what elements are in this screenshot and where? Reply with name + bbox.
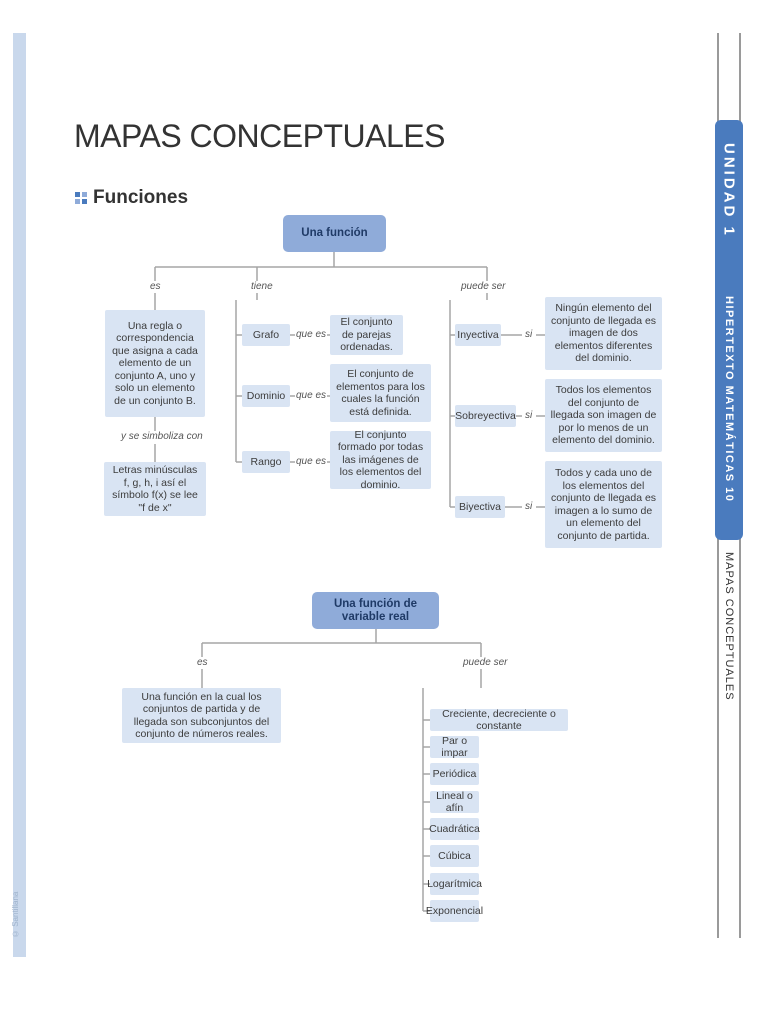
link-inyectiva-si: si bbox=[524, 329, 534, 341]
page-title: MAPAS CONCEPTUALES bbox=[74, 118, 445, 154]
definition-node: Una regla o correspondencia que asigna a… bbox=[105, 310, 205, 417]
cross-bullet-icon bbox=[75, 191, 87, 204]
subject-label: HIPERTEXTO MATEMÁTICAS 10 bbox=[723, 295, 735, 503]
link-tiene: tiene bbox=[250, 281, 274, 293]
root-node-funcion: Una función bbox=[283, 215, 386, 252]
link-dominio-que-es: que es bbox=[295, 390, 328, 402]
link-es-2: es bbox=[196, 657, 209, 669]
node-sobreyectiva: Sobreyectiva bbox=[455, 405, 516, 427]
section-heading: Funciones bbox=[75, 187, 188, 209]
type-item-lineal: Lineal o afín bbox=[430, 790, 479, 814]
notation-node: Letras minúsculas f, g, h, i así el símb… bbox=[104, 462, 206, 516]
side-section-label: MAPAS CONCEPTUALES bbox=[723, 552, 735, 701]
node-rango: Rango bbox=[242, 451, 290, 473]
desc-sobreyectiva: Todos los elementos del conjunto de lleg… bbox=[545, 379, 662, 452]
subject-tab: HIPERTEXTO MATEMÁTICAS 10 bbox=[715, 258, 743, 540]
left-margin-bar bbox=[13, 33, 26, 957]
desc-rango: El conjunto formado por todas las imágen… bbox=[330, 429, 431, 491]
type-item-cuadratica: Cuadrática bbox=[429, 818, 480, 840]
link-grafo-que-es: que es bbox=[295, 329, 328, 341]
desc-biyectiva: Todos y cada uno de los elementos del co… bbox=[545, 461, 662, 548]
type-item-creciente: Creciente, decreciente o constante bbox=[430, 708, 568, 732]
type-item-par-impar: Par o impar bbox=[430, 735, 479, 759]
link-puede-ser: puede ser bbox=[460, 281, 507, 293]
link-biyectiva-si: si bbox=[524, 501, 534, 513]
node-dominio: Dominio bbox=[242, 385, 290, 407]
definition-node-2: Una función en la cual los conjuntos de … bbox=[122, 688, 281, 743]
section-title: Funciones bbox=[93, 187, 189, 208]
desc-inyectiva: Ningún elemento del conjunto de llegada … bbox=[545, 297, 662, 370]
node-inyectiva: Inyectiva bbox=[455, 324, 501, 346]
node-biyectiva: Biyectiva bbox=[455, 496, 505, 518]
root-node-variable-real: Una función de variable real bbox=[312, 592, 439, 629]
type-item-exponencial: Exponencial bbox=[426, 900, 483, 922]
link-simboliza: y se simboliza con bbox=[120, 431, 204, 443]
desc-dominio: El conjunto de elementos para los cuales… bbox=[330, 364, 431, 422]
link-puede-ser-2: puede ser bbox=[462, 657, 509, 669]
desc-grafo: El conjunto de parejas ordenadas. bbox=[330, 315, 403, 355]
link-es: es bbox=[149, 281, 162, 293]
type-item-periodica: Periódica bbox=[430, 763, 479, 785]
link-rango-que-es: que es bbox=[295, 456, 328, 468]
node-grafo: Grafo bbox=[242, 324, 290, 346]
link-sobreyectiva-si: si bbox=[524, 410, 534, 422]
unit-tab: UNIDAD 1 bbox=[715, 120, 743, 260]
type-item-logaritmica: Logarítmica bbox=[427, 873, 482, 895]
type-item-cubica: Cúbica bbox=[430, 845, 479, 867]
unit-label: UNIDAD 1 bbox=[720, 142, 738, 238]
